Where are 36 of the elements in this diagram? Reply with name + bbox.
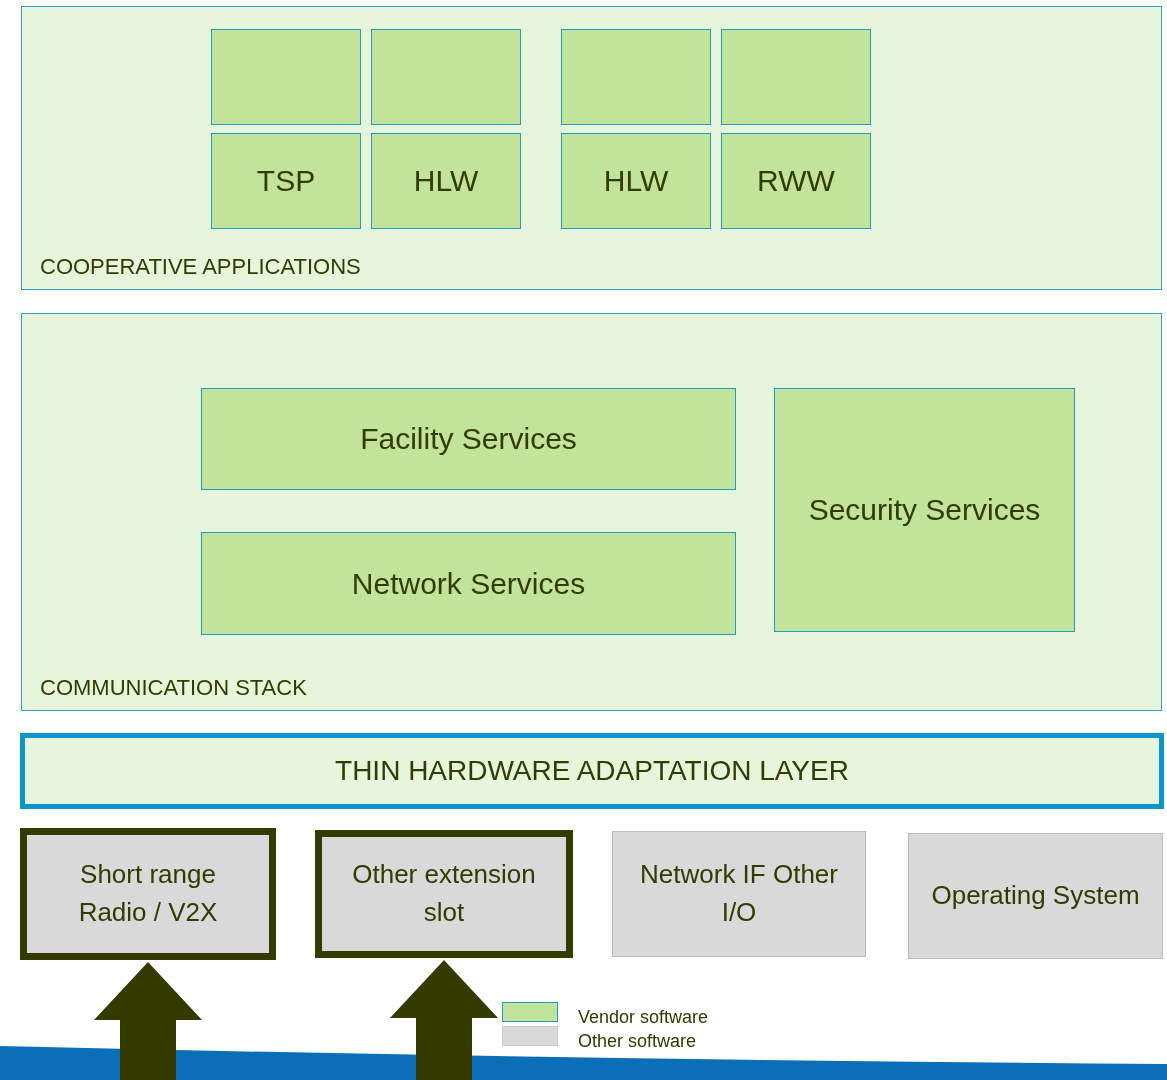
box-label: THIN HARDWARE ADAPTATION LAYER [334,753,850,788]
app-card [774,388,1075,632]
layer-panel [21,6,1162,290]
block-arrow [390,960,498,1080]
box-label: Other extension slot [351,858,537,929]
app-card [201,388,736,490]
box-label: Operating System [930,879,1141,913]
legend-label: Vendor software [578,1007,709,1028]
box-label: HLW [412,163,480,200]
layer-title: COMMUNICATION STACK [40,674,307,703]
legend-label: Other software [578,1031,697,1052]
software-box [612,831,866,957]
stacked-card [561,29,711,125]
box-label: HLW [602,163,670,200]
app-card [201,532,736,635]
box-label: Network IF Other I/O [639,858,839,929]
app-card [211,133,361,229]
box-label: Short range Radio / V2X [77,858,219,929]
app-card [561,133,711,229]
hardware-box [315,830,573,958]
box-label: TSP [255,163,317,200]
app-card [721,133,871,229]
layer-title: COOPERATIVE APPLICATIONS [40,253,361,282]
stacked-card [371,29,521,125]
app-card [371,133,521,229]
software-box [908,833,1163,959]
hardware-box [20,828,276,960]
layer-bar [20,733,1164,809]
stacked-card [721,29,871,125]
layer-panel [21,313,1162,711]
box-label: RWW [756,163,836,200]
box-label: Network Services [350,565,587,602]
box-label: Security Services [807,492,1042,529]
block-arrow [94,962,202,1080]
box-label: Facility Services [359,421,578,458]
stacked-card [211,29,361,125]
